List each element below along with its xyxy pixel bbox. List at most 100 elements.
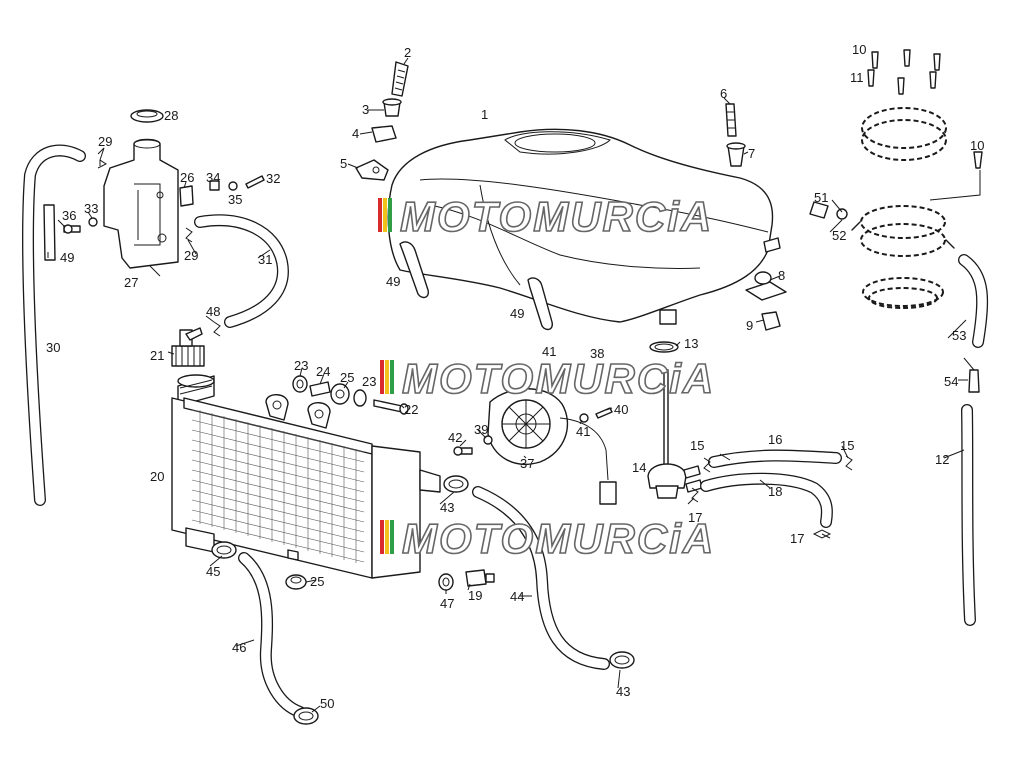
stripe-green xyxy=(390,520,394,554)
part-label: 28 xyxy=(164,108,178,123)
part-label: 49 xyxy=(386,274,400,289)
fuel-hose-16[interactable] xyxy=(708,449,842,468)
part-label: 25 xyxy=(340,370,354,385)
part-label: 49 xyxy=(510,306,524,321)
part-label: 53 xyxy=(952,328,966,343)
hose-clamp[interactable] xyxy=(649,341,679,353)
coolant-hose-44[interactable] xyxy=(472,486,610,670)
part-label: 45 xyxy=(206,564,220,579)
rubber-strap[interactable] xyxy=(399,241,430,299)
stripe-green xyxy=(390,360,394,394)
rubber-block[interactable] xyxy=(179,185,194,207)
fuel-tank[interactable] xyxy=(387,128,781,325)
part-label: 29 xyxy=(98,134,112,149)
fuel-hose-12[interactable] xyxy=(961,404,976,626)
part-label: 23 xyxy=(294,358,308,373)
screw[interactable] xyxy=(245,175,265,189)
expansion-tank[interactable] xyxy=(103,138,179,269)
hose-clip-15[interactable] xyxy=(703,457,711,473)
bolt-36[interactable] xyxy=(63,224,81,234)
pump-screws[interactable] xyxy=(867,49,983,169)
part-label: 40 xyxy=(614,402,628,417)
part-label: 19 xyxy=(468,588,482,603)
part-label: 23 xyxy=(362,374,376,389)
radiator-grommet[interactable] xyxy=(285,574,307,590)
part-label: 18 xyxy=(768,484,782,499)
cooling-fan[interactable] xyxy=(487,388,569,465)
washer-33[interactable] xyxy=(88,217,98,227)
fuel-tap[interactable] xyxy=(647,369,703,499)
pump-gasket-bottom[interactable] xyxy=(862,277,944,309)
hose-clip-17[interactable] xyxy=(812,529,832,539)
leader-lines xyxy=(47,57,975,713)
hose-clip-15[interactable] xyxy=(845,455,853,471)
part-label: 15 xyxy=(840,438,854,453)
fuel-hose-53[interactable] xyxy=(958,254,989,348)
part-label: 43 xyxy=(616,684,630,699)
washer[interactable] xyxy=(228,181,238,191)
part-label: 47 xyxy=(440,596,454,611)
part-number-labels: 1 2 3 4 5 6 7 8 9 10 10 11 12 13 14 15 1… xyxy=(46,42,984,711)
hose-connector[interactable] xyxy=(968,369,980,393)
breather-hose[interactable] xyxy=(194,214,289,328)
tank-rear-spacer[interactable] xyxy=(726,142,746,167)
part-label: 44 xyxy=(510,589,524,604)
hose-clip[interactable] xyxy=(97,147,107,169)
radiator-grommet[interactable] xyxy=(292,375,308,393)
part-label: 5 xyxy=(340,156,347,171)
hose-clip-17[interactable] xyxy=(691,487,699,503)
radiator-washer[interactable] xyxy=(353,389,367,407)
radiator-rubber[interactable] xyxy=(330,383,350,405)
part-label: 30 xyxy=(46,340,60,355)
part-label: 39 xyxy=(474,422,488,437)
tank-collar[interactable] xyxy=(382,98,402,117)
pump-gasket-top[interactable] xyxy=(861,107,947,161)
part-label: 12 xyxy=(935,452,949,467)
stripe-red xyxy=(380,520,384,554)
hose-clamp-43[interactable] xyxy=(609,651,635,669)
fuel-filter[interactable] xyxy=(809,201,848,220)
tank-bolt[interactable] xyxy=(391,61,409,97)
stripe-red xyxy=(378,198,382,232)
part-label: 3 xyxy=(362,102,369,117)
fuel-hose-18[interactable] xyxy=(700,472,833,528)
fan-wiring[interactable] xyxy=(559,413,617,505)
fuel-pump-flange[interactable] xyxy=(851,170,981,257)
part-label: 14 xyxy=(632,460,646,475)
part-label: 11 xyxy=(850,70,864,85)
part-label: 25 xyxy=(310,574,324,589)
hose-clip[interactable] xyxy=(213,321,221,337)
part-label: 9 xyxy=(746,318,753,333)
tank-rubber-mount[interactable] xyxy=(371,125,397,143)
radiator-cap[interactable] xyxy=(171,327,205,367)
part-label: 35 xyxy=(228,192,242,207)
part-label: 49 xyxy=(60,250,74,265)
tank-rear-bolt[interactable] xyxy=(725,103,737,137)
coolant-hose-46[interactable] xyxy=(238,552,306,718)
watermark-top: MOTOMURCiA xyxy=(378,192,712,241)
tank-clip[interactable] xyxy=(761,311,781,331)
part-label: 10 xyxy=(970,138,984,153)
part-label: 22 xyxy=(404,402,418,417)
tank-bracket[interactable] xyxy=(355,159,389,181)
fan-screw[interactable] xyxy=(595,407,613,419)
fan-bolt[interactable] xyxy=(453,446,473,456)
overflow-hose[interactable] xyxy=(22,144,86,506)
radiator[interactable] xyxy=(171,374,441,579)
expansion-tank-cap[interactable] xyxy=(130,109,164,123)
hose-clamp-43[interactable] xyxy=(443,475,469,493)
hose-clip[interactable] xyxy=(185,227,193,243)
rubber-strip[interactable] xyxy=(43,204,56,261)
radiator-spacer[interactable] xyxy=(309,381,331,397)
part-label: 17 xyxy=(688,510,702,525)
tank-rubber-pad[interactable] xyxy=(745,271,787,301)
rubber-strap[interactable] xyxy=(527,277,554,331)
part-label: 8 xyxy=(778,268,785,283)
nut[interactable] xyxy=(209,180,220,191)
part-label: 27 xyxy=(124,275,138,290)
sealing-washer[interactable] xyxy=(438,573,454,591)
hose-clamp-45[interactable] xyxy=(211,541,237,559)
stripe-green xyxy=(388,198,392,232)
thermo-switch[interactable] xyxy=(465,569,495,587)
